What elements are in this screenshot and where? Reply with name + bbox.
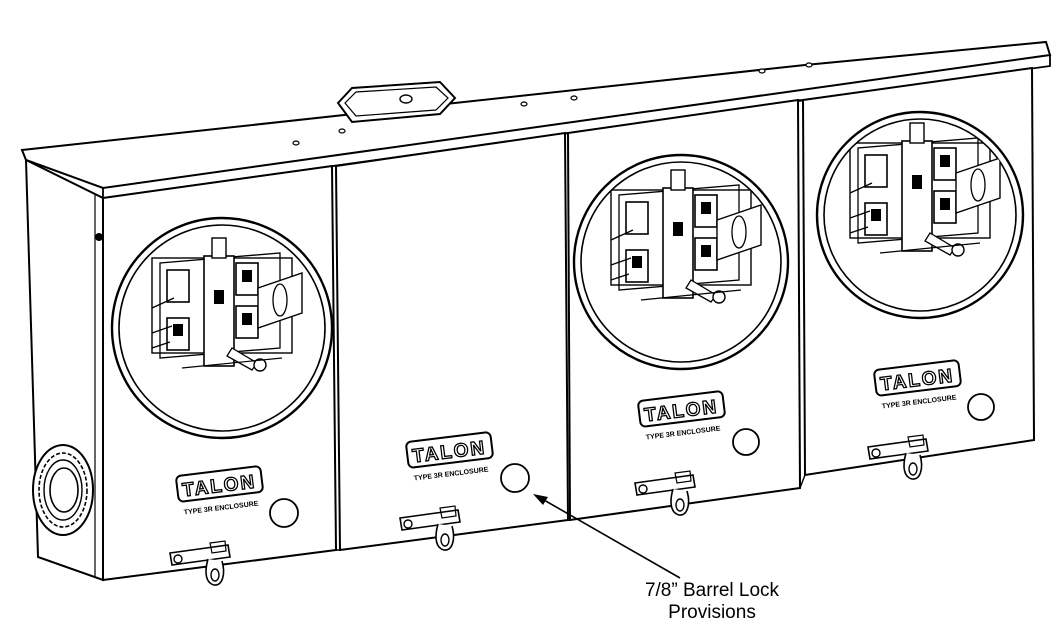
meter-opening-3: [572, 153, 790, 371]
side-knockout: [32, 444, 94, 536]
barrel-lock-holes: [269, 393, 995, 528]
barrel-lock-hole: [732, 428, 760, 456]
front-panel-2: [334, 131, 570, 552]
meter-opening-4: [815, 110, 1025, 320]
callout-label-line-2: Provisions: [668, 602, 756, 623]
barrel-lock-hole: [967, 393, 995, 421]
callout-label-line-1: 7/8” Barrel Lock: [644, 580, 780, 601]
top-holes: [292, 62, 813, 146]
meter-opening-1: [110, 216, 334, 440]
callout-leader: [533, 494, 681, 579]
barrel-lock-hole: [269, 498, 299, 528]
barrel-lock-hole: [500, 463, 530, 493]
top-hub-plate: [336, 80, 457, 124]
